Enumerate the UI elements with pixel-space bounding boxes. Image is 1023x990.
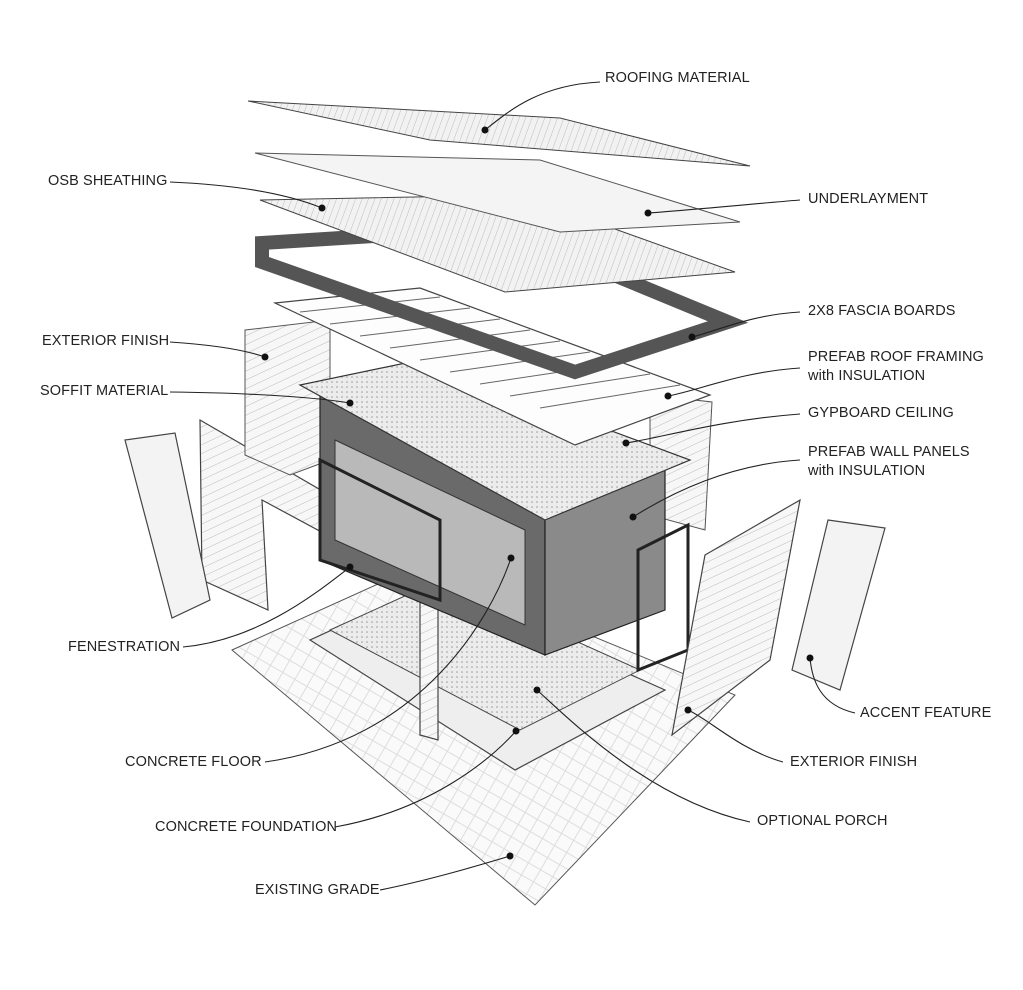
underlayment xyxy=(254,152,741,233)
label-roofing-material: ROOFING MATERIAL xyxy=(605,70,750,86)
label-prefab-wall-panels: PREFAB WALL PANELS with INSULATION xyxy=(808,443,970,481)
fenestration-door xyxy=(318,457,442,603)
exterior-finish-back xyxy=(244,319,331,476)
label-gypboard-ceiling: GYPBOARD CEILING xyxy=(808,405,954,421)
label-concrete-floor: CONCRETE FLOOR xyxy=(125,754,262,770)
label-line-1: PREFAB WALL PANELS xyxy=(808,444,970,460)
exterior-finish-wall-right xyxy=(671,498,801,737)
soffit-gypboard-ceiling xyxy=(298,359,692,521)
label-line-2: with INSULATION xyxy=(808,463,926,479)
window-glazing xyxy=(334,439,526,626)
prefab-roof-framing xyxy=(272,287,712,446)
label-fascia-boards: 2X8 FASCIA BOARDS xyxy=(808,303,956,319)
accent-feature-left xyxy=(124,432,211,619)
label-underlayment: UNDERLAYMENT xyxy=(808,191,929,207)
label-exterior-finish-left: EXTERIOR FINISH xyxy=(42,333,170,349)
label-prefab-roof-framing: PREFAB ROOF FRAMING with INSULATION xyxy=(808,348,984,386)
label-line-2: with INSULATION xyxy=(808,368,926,384)
roofing-material xyxy=(247,100,751,167)
label-accent-feature: ACCENT FEATURE xyxy=(860,705,992,721)
label-existing-grade: EXISTING GRADE xyxy=(255,882,380,898)
leader-dots xyxy=(261,126,814,860)
label-exterior-finish-right: EXTERIOR FINISH xyxy=(790,754,918,770)
accent-feature-right xyxy=(791,519,886,691)
label-concrete-foundation: CONCRETE FOUNDATION xyxy=(155,819,338,835)
label-optional-porch: OPTIONAL PORCH xyxy=(757,813,888,829)
label-soffit-material: SOFFIT MATERIAL xyxy=(40,383,169,399)
label-line-1: PREFAB ROOF FRAMING xyxy=(808,349,984,365)
label-fenestration: FENESTRATION xyxy=(68,639,181,655)
leader-lines xyxy=(169,81,856,891)
label-osb-sheathing: OSB SHEATHING xyxy=(48,173,168,189)
